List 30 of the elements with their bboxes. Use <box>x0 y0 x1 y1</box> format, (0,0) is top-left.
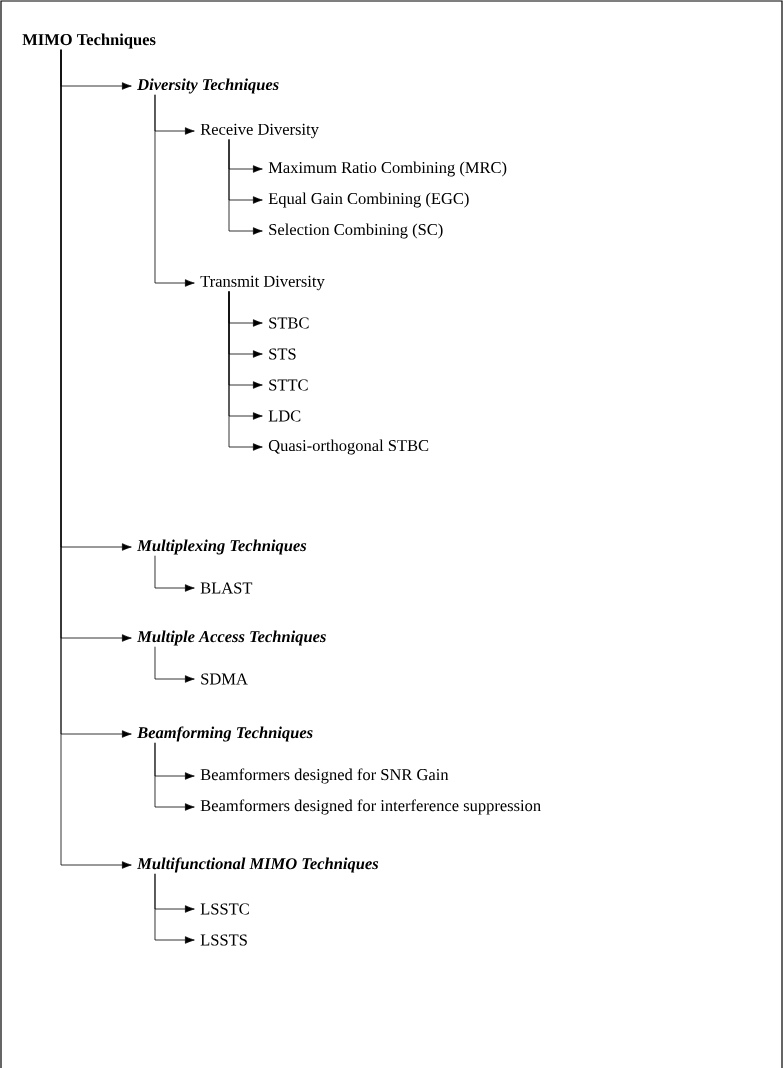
item-label: LDC <box>268 410 301 422</box>
tree-root: MIMO Techniques <box>22 33 156 49</box>
category-label: Multiple Access Techniques <box>137 630 326 646</box>
item-label: SDMA <box>201 673 248 685</box>
item-label: Equal Gain Combining (EGC) <box>268 192 469 208</box>
tree-arrow <box>154 873 195 944</box>
item-label: Transmit Diversity <box>200 275 325 291</box>
item-label: Maximum Ratio Combining (MRC) <box>268 161 507 177</box>
item-label: Beamformers designed for SNR Gain <box>200 768 449 784</box>
tree-arrow <box>154 94 195 287</box>
category-label: Multiplexing Techniques <box>137 539 307 555</box>
item-label: Beamformers designed for interference suppression <box>200 799 541 815</box>
item-label: Quasi-orthogonal STBC <box>268 439 429 455</box>
category-label: Multifunctional MIMO Techniques <box>137 857 379 873</box>
category-label: Diversity Techniques <box>137 78 279 94</box>
tree-arrow <box>154 555 195 592</box>
tree-arrow <box>154 742 195 811</box>
item-label: STBC <box>269 317 309 329</box>
item-label: LSSTC <box>200 903 249 915</box>
item-label: Receive Diversity <box>200 123 319 139</box>
item-label: BLAST <box>200 582 253 594</box>
item-label: STS <box>269 348 296 360</box>
tree-arrow <box>228 291 263 451</box>
tree-arrow <box>154 646 195 683</box>
tree-arrow <box>228 139 263 235</box>
tree-arrow <box>60 49 132 869</box>
category-label: Beamforming Techniques <box>137 726 313 742</box>
item-label: Selection Combining (SC) <box>269 223 443 239</box>
item-label: LSSTS <box>200 934 247 946</box>
item-label: STTC <box>269 379 308 391</box>
